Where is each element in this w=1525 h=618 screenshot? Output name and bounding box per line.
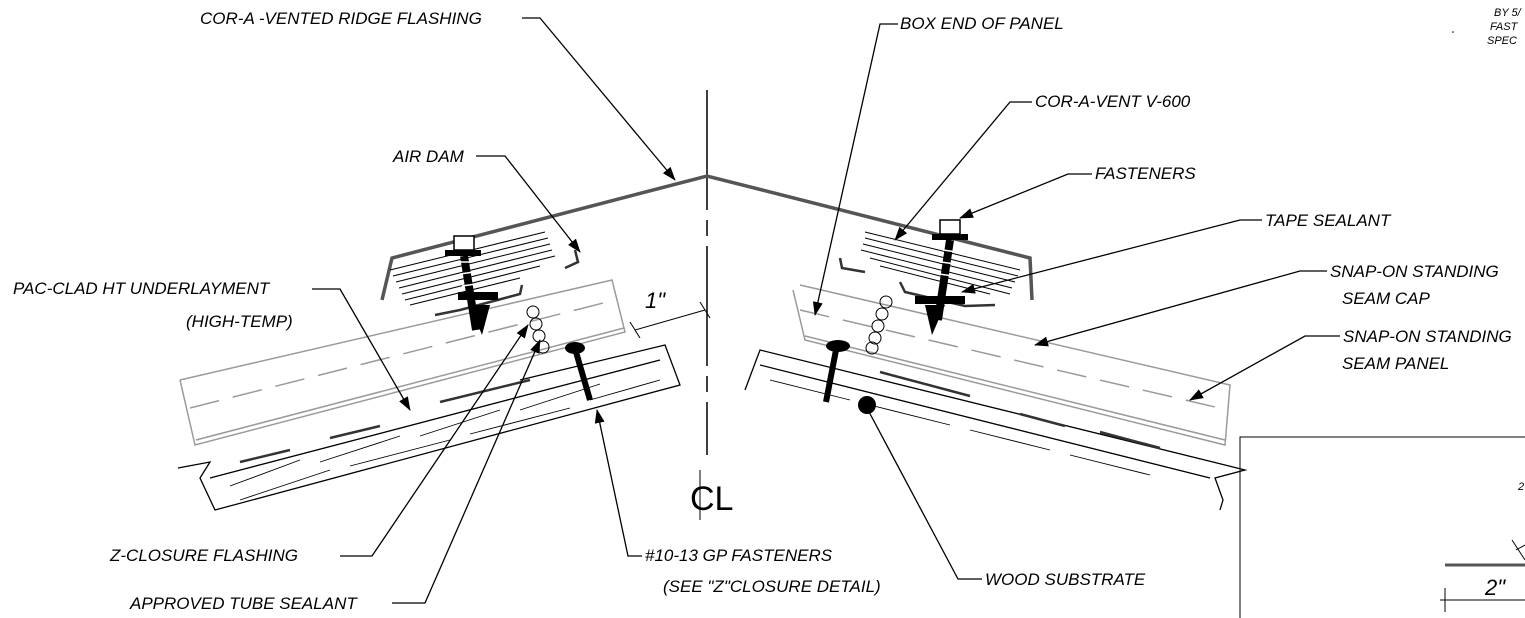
right-roof-assembly — [744, 219, 1248, 511]
inset-detail-box: 2 2" — [1239, 436, 1525, 618]
label-cor-a-vent: COR-A-VENT V-600 — [1035, 92, 1191, 111]
left-gp-fastener — [565, 342, 593, 401]
label-snap-panel-1: SNAP-ON STANDING — [1343, 327, 1512, 346]
label-gp-fasteners-2: (SEE "Z"CLOSURE DETAIL) — [663, 577, 881, 596]
corner-note-3: SPEC — [1487, 35, 1517, 47]
wood-substrate-marker — [858, 396, 876, 414]
label-z-closure: Z-CLOSURE FLASHING — [109, 546, 298, 565]
corner-note-2: FAST — [1490, 21, 1519, 33]
label-air-dam: AIR DAM — [392, 147, 465, 166]
left-roof-assembly — [177, 231, 681, 511]
label-ridge-flashing: COR-A -VENTED RIDGE FLASHING — [200, 9, 482, 28]
label-snap-cap-2: SEAM CAP — [1342, 289, 1431, 308]
right-cor-a-vent — [838, 231, 1021, 308]
left-fastener — [445, 235, 498, 335]
label-tape-sealant: TAPE SEALANT — [1265, 211, 1392, 230]
label-snap-panel-2: SEAM PANEL — [1342, 354, 1449, 373]
label-tube-sealant: APPROVED TUBE SEALANT — [129, 594, 358, 613]
right-gp-fastener — [823, 340, 850, 403]
corner-note-1: BY 5/ — [1494, 7, 1522, 19]
label-fasteners: FASTENERS — [1095, 164, 1196, 183]
label-underlayment-2: (HIGH-TEMP) — [186, 312, 293, 331]
right-fastener — [915, 219, 968, 335]
svg-text:1": 1" — [645, 288, 666, 313]
centerline-label: CL — [690, 480, 733, 518]
dimension-2in: 2" — [1484, 575, 1506, 600]
label-gp-fasteners-1: #10-13 GP FASTENERS — [645, 546, 833, 565]
svg-text:2: 2 — [1517, 481, 1524, 493]
ridge-flashing — [380, 174, 1034, 301]
label-box-end: BOX END OF PANEL — [900, 14, 1064, 33]
dimension-1in: 1" — [629, 288, 711, 339]
label-snap-cap-1: SNAP-ON STANDING — [1330, 262, 1499, 281]
label-wood-substrate: WOOD SUBSTRATE — [985, 570, 1146, 589]
left-cor-a-vent — [389, 231, 580, 317]
label-underlayment-1: PAC-CLAD HT UNDERLAYMENT — [13, 279, 271, 298]
